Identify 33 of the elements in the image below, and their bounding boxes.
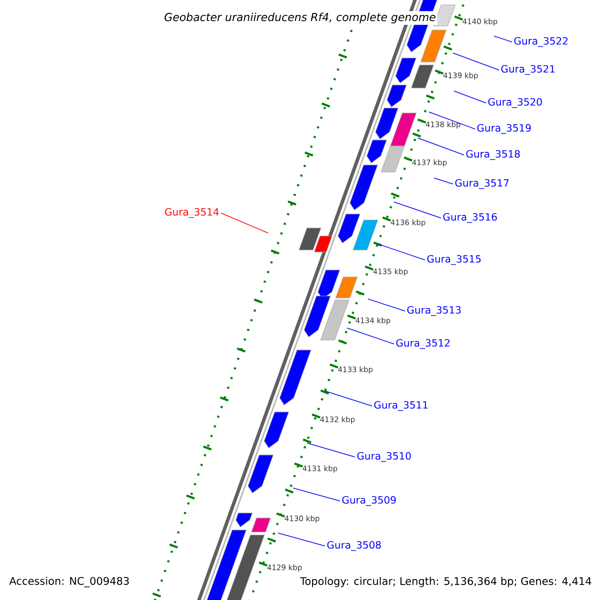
leader-line <box>346 328 394 344</box>
gene-label: Gura_3517 <box>455 179 509 189</box>
leader-line <box>368 298 406 312</box>
leader-line <box>452 52 500 70</box>
leader-line <box>220 212 268 234</box>
gene-label: Gura_3522 <box>514 37 568 47</box>
gene-label: Gura_3520 <box>488 98 542 108</box>
gene-label: Gura_3513 <box>407 306 461 316</box>
gene-label: Gura_3511 <box>374 401 428 411</box>
leader-line <box>434 178 454 184</box>
gene-label: Gura_3516 <box>443 213 497 223</box>
leader-line <box>324 390 372 406</box>
leader-line <box>278 532 326 546</box>
leader-line <box>292 488 340 502</box>
leader-line <box>418 138 464 156</box>
leader-line <box>494 36 512 42</box>
gene-label: Gura_3514 <box>165 208 219 218</box>
title: Geobacter uraniireducens Rf4, complete genome <box>162 11 438 25</box>
accession-text: Accession: NC_009483 <box>8 576 131 588</box>
leader-line <box>394 202 442 218</box>
gene-label: Gura_3508 <box>327 541 381 551</box>
gene-label: Gura_3509 <box>342 496 396 506</box>
leader-line <box>454 90 486 104</box>
gene-label: Gura_3519 <box>477 124 531 134</box>
gene-label: Gura_3512 <box>396 339 450 349</box>
gene-label: Gura_3518 <box>466 150 520 160</box>
gene-label: Gura_3521 <box>501 65 555 75</box>
genome-stats-text: Topology: circular; Length: 5,136,364 bp; Genes: 4,414 <box>299 576 593 588</box>
gene-label: Gura_3510 <box>357 452 411 462</box>
gene-label: Gura_3515 <box>427 255 481 265</box>
leader-line <box>428 112 476 130</box>
leader-line <box>306 442 356 458</box>
leader-line <box>378 244 426 260</box>
